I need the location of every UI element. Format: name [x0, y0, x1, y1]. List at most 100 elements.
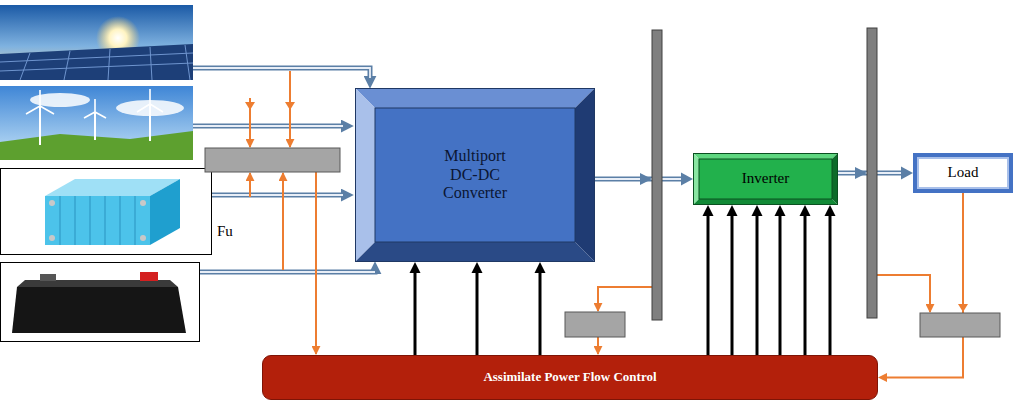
control-signal-arrow — [410, 262, 421, 355]
arrowhead — [901, 167, 913, 180]
connector-line — [779, 214, 782, 355]
solar-panel-photo — [0, 5, 193, 80]
sky — [0, 86, 193, 160]
bevel-bottom — [355, 242, 595, 262]
bevel-right — [575, 88, 595, 262]
inverter-box: Inverter — [693, 153, 838, 205]
node-label: Assimilate Power Flow Control — [483, 370, 656, 385]
arrowhead — [775, 205, 786, 216]
sensor-line — [315, 172, 317, 354]
load-box: Load — [913, 153, 1013, 193]
bevel-outline — [356, 89, 595, 262]
bolt — [49, 235, 55, 241]
bevel-left — [355, 88, 375, 262]
sensor-arrowhead — [245, 102, 255, 110]
connector-line — [829, 214, 832, 355]
control-signal-arrow — [472, 262, 483, 355]
sensor-arrowhead — [285, 102, 295, 110]
bevel-top — [355, 88, 595, 108]
positive-terminal — [140, 272, 158, 281]
solar-panel — [0, 44, 193, 80]
sky — [0, 5, 193, 80]
connector-line — [756, 214, 759, 355]
control-signal-arrow — [703, 205, 714, 355]
sensor-line — [282, 173, 284, 270]
dc-bus-bar — [652, 30, 662, 320]
bevel-face — [375, 108, 575, 242]
arrowhead — [752, 205, 763, 216]
bevel-outline — [694, 154, 838, 205]
battery-body — [12, 287, 186, 333]
power-line-inner — [200, 271, 375, 273]
power-flow-arrow — [595, 173, 693, 186]
control-signal-arrow — [535, 262, 546, 355]
ac-bus-bar — [867, 28, 877, 318]
control-box: Assimilate Power Flow Control — [262, 355, 878, 400]
sensor-arrowhead — [958, 304, 968, 312]
battery-top — [17, 280, 178, 287]
power-line — [193, 124, 346, 129]
connector-line — [539, 271, 542, 355]
connector-inner-line — [595, 178, 681, 180]
bolt — [140, 235, 146, 241]
connector-line — [595, 177, 683, 182]
grass — [0, 131, 193, 160]
sensor-line — [597, 337, 599, 354]
battery-photo — [1, 263, 200, 342]
feedback-arrow — [878, 193, 963, 382]
sensor-line — [877, 275, 930, 312]
arrowhead — [410, 262, 421, 273]
photo-frame — [1, 169, 212, 255]
cloud — [30, 93, 90, 107]
photo-frame — [1, 263, 200, 342]
connector-line — [731, 214, 734, 355]
bevel-face — [699, 159, 832, 199]
cell-plates — [60, 196, 135, 245]
connector-line — [707, 214, 710, 355]
arrowhead — [878, 373, 887, 382]
cell-side — [150, 179, 180, 245]
cell-front — [45, 196, 150, 245]
arrowhead — [800, 205, 811, 216]
panel-grid — [0, 45, 193, 80]
control-signal-arrow — [825, 205, 836, 355]
turbine-blades — [26, 89, 163, 118]
bus-arrowhead — [640, 173, 652, 185]
truncated-label: Fu — [217, 223, 233, 240]
power-line — [200, 269, 375, 272]
power-line — [193, 68, 370, 81]
arrowhead — [727, 205, 738, 216]
control-signal-arrow — [752, 205, 763, 355]
wind-turbine-photo — [0, 86, 193, 160]
node-label: Inverter — [742, 170, 789, 187]
power-line — [212, 193, 346, 198]
control-signal-arrow — [727, 205, 738, 355]
connector-line — [885, 193, 963, 378]
source-power-lines — [193, 68, 375, 272]
control-signal-arrow — [800, 205, 811, 355]
arrowhead — [681, 173, 693, 186]
arrowhead — [472, 262, 483, 273]
arrowhead — [825, 205, 836, 216]
negative-terminal — [40, 274, 56, 281]
control-signal-arrow — [775, 205, 786, 355]
fuel-cell-photo — [1, 169, 212, 255]
sensor-box — [565, 312, 625, 337]
bolt — [140, 200, 146, 206]
node-label: Load — [948, 164, 979, 181]
sensor-box — [205, 148, 340, 172]
arrowhead — [703, 205, 714, 216]
connector-line — [414, 271, 417, 355]
power-line-inner — [193, 125, 343, 127]
power-line-inner — [212, 194, 343, 196]
node-label: Multiport DC-DC Converter — [429, 147, 521, 202]
converter-box: Multiport DC-DC Converter — [355, 88, 595, 262]
sensor-line — [249, 173, 251, 197]
bolt — [49, 200, 55, 206]
power-line-inner — [193, 68, 370, 78]
sensor-lines — [250, 71, 930, 354]
bus-arrowhead — [855, 167, 867, 179]
connector-line — [476, 271, 479, 355]
sensor-line — [598, 287, 652, 311]
